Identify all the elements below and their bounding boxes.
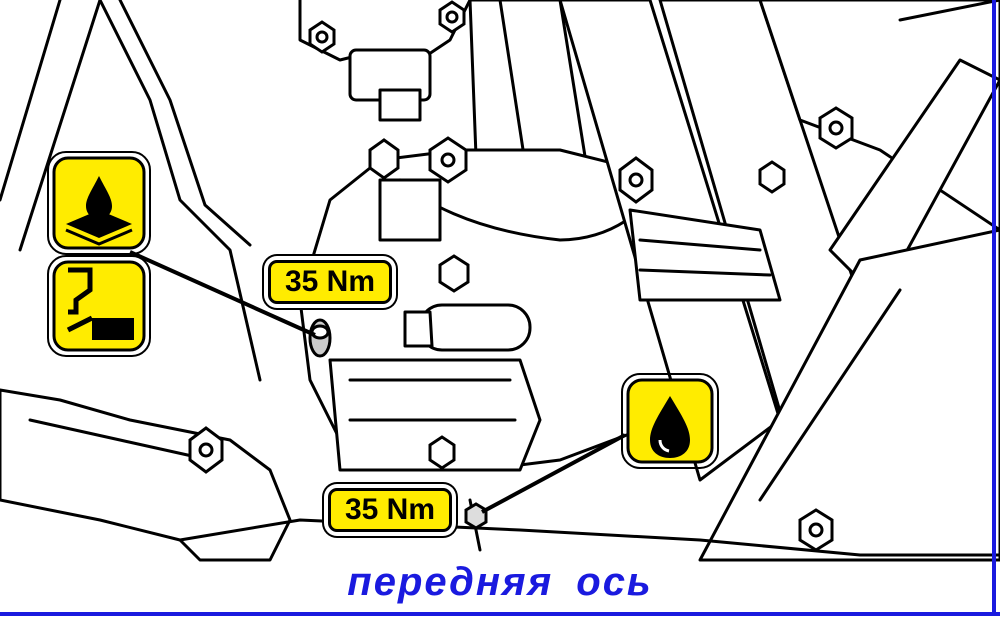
caption-front-axle: передняя ось	[347, 560, 653, 604]
oil-drop-icon	[621, 373, 719, 469]
oil-level-icon	[47, 151, 151, 255]
border-bottom	[0, 612, 1000, 616]
leader-lines	[129, 250, 626, 514]
torque-label-drain-plug: 35 Nm	[328, 488, 452, 532]
border-right	[992, 0, 996, 616]
torque-label-fill-plug: 35 Nm	[268, 260, 392, 304]
fill-level-gauge-icon	[47, 255, 151, 357]
